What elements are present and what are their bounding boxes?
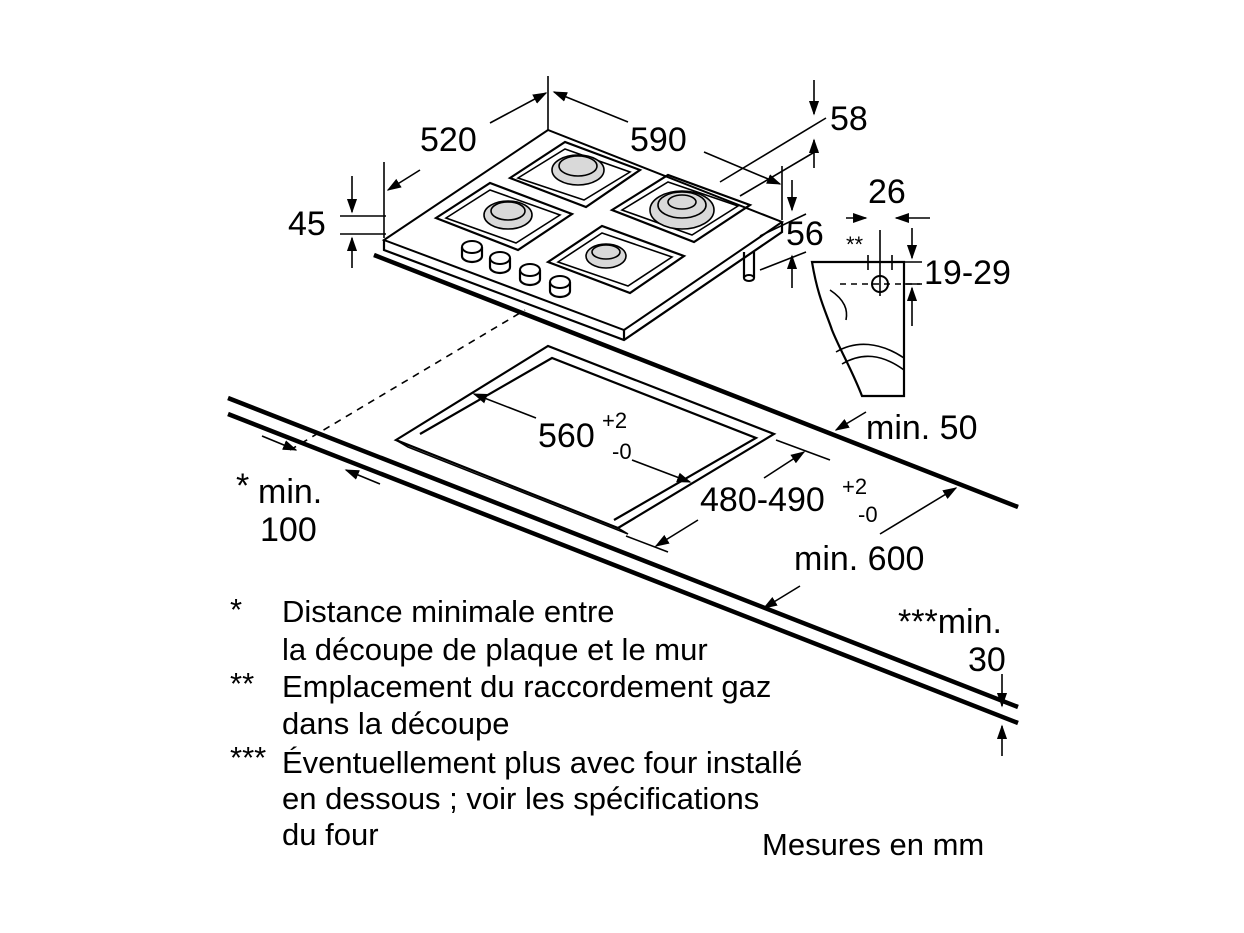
note-1-line-2: la découpe de plaque et le mur bbox=[282, 632, 708, 667]
hob bbox=[381, 128, 785, 342]
dim-560-tol-plus: +2 bbox=[602, 408, 627, 433]
gas-connector bbox=[742, 252, 756, 282]
dim-gas-marker: ** bbox=[846, 232, 864, 257]
side-profile-detail bbox=[810, 230, 920, 398]
dim-560: 560 bbox=[538, 417, 595, 455]
units-note: Mesures en mm bbox=[762, 827, 984, 862]
dim-min-50: min. 50 bbox=[866, 409, 978, 447]
note-2-marker: ** bbox=[230, 666, 254, 701]
dim-58: 58 bbox=[830, 100, 868, 138]
dim-520: 520 bbox=[420, 121, 477, 159]
dim-56: 56 bbox=[786, 215, 824, 253]
burner-back bbox=[551, 154, 605, 186]
note-3-line-2: en dessous ; voir les spécifications bbox=[282, 781, 759, 816]
dim-min-100-value: 100 bbox=[260, 511, 317, 549]
pan-support-left bbox=[433, 181, 575, 252]
pan-support-front bbox=[545, 224, 687, 295]
note-1-line-1: Distance minimale entre bbox=[282, 594, 615, 629]
dim-590: 590 bbox=[630, 121, 687, 159]
dim-480-490: 480-490 bbox=[700, 481, 825, 519]
dim-min-600: min. 600 bbox=[794, 540, 924, 578]
dim-min-30-value: 30 bbox=[968, 641, 1006, 679]
note-2-line-2: dans la découpe bbox=[282, 706, 510, 741]
pan-support-back bbox=[507, 140, 643, 209]
dim-45: 45 bbox=[288, 205, 326, 243]
burner-front bbox=[585, 243, 627, 269]
dim-480-tol-minus: -0 bbox=[858, 502, 878, 527]
dim-19-29: 19-29 bbox=[924, 254, 1011, 292]
dim-480-tol-plus: +2 bbox=[842, 474, 867, 499]
dim-26: 26 bbox=[868, 173, 906, 211]
note-2-line-1: Emplacement du raccordement gaz bbox=[282, 669, 771, 704]
dim-560-tol-minus: -0 bbox=[612, 439, 632, 464]
countertop bbox=[227, 252, 1019, 726]
dimension-lines bbox=[261, 76, 1008, 756]
burner-left bbox=[483, 200, 533, 230]
notes-legend: * Distance minimale entre la découpe de … bbox=[230, 592, 802, 852]
dim-min-100-star: * bbox=[236, 467, 249, 505]
note-1-marker: * bbox=[230, 592, 242, 627]
dim-min-30-label: ***min. bbox=[898, 603, 1002, 641]
note-3-line-3: du four bbox=[282, 817, 379, 852]
note-3-marker: *** bbox=[230, 740, 266, 775]
burner-right-wok bbox=[649, 190, 715, 230]
note-3-line-1: Éventuellement plus avec four installé bbox=[282, 745, 802, 780]
control-knobs bbox=[460, 240, 572, 299]
dim-min-100-label: min. bbox=[258, 473, 322, 511]
